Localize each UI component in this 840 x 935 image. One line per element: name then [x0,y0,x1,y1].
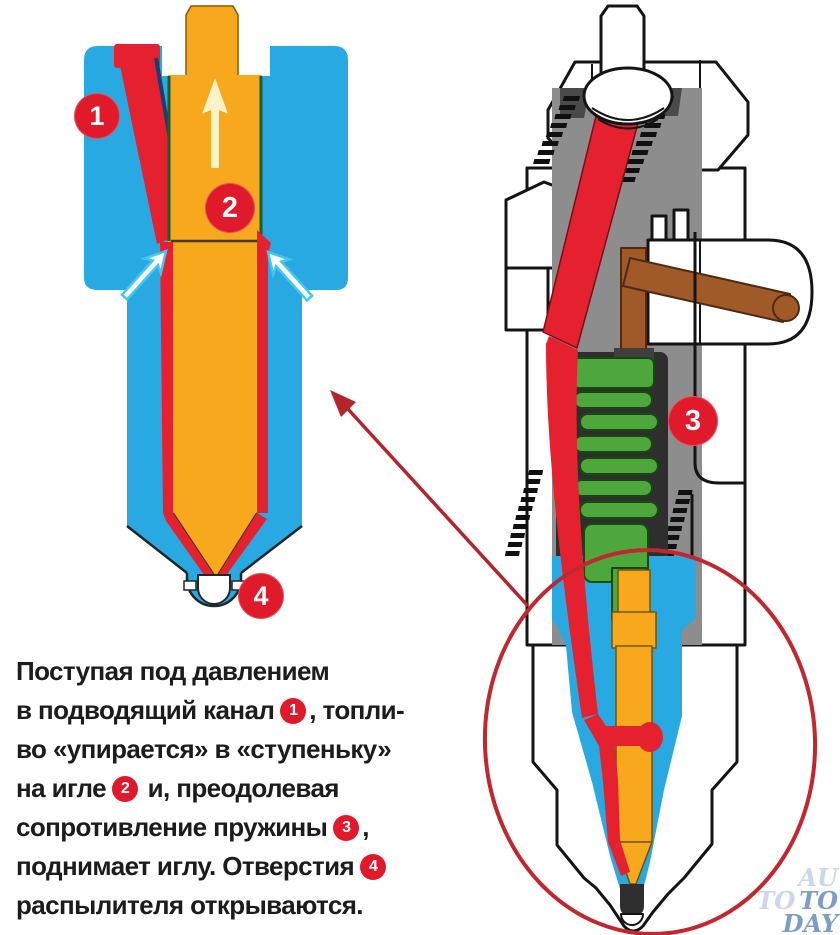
leakoff-pipe [620,247,800,364]
description-text: Поступая под давлением в подводящий канал… [16,652,486,925]
description-segment: во «упирается» в «ступеньку» [16,734,392,764]
injector-cutaway-diagram [482,4,818,935]
description-segment: в подводящий канал [16,695,275,725]
step-arrow-right-icon [266,250,314,303]
nozzle-tip-details [126,525,303,608]
fuel-around-needle [160,230,271,582]
marker-1-inlet-channel: 1 [74,93,120,139]
inline-marker-1: 1 [280,697,307,724]
description-segment: распылителя открываются. [16,890,363,920]
description-segment: поднимает иглу. Отверстия [16,851,355,881]
nozzle-sac-tip [620,884,644,926]
description-line: Поступая под давлением [16,652,486,691]
left-flange-lower [504,266,550,332]
watermark-au: AU [798,863,838,892]
fuel-passage-lower [546,336,598,718]
inline-marker-3: 3 [333,814,360,841]
marker-2-needle-step: 2 [205,183,255,233]
description-line: во «упирается» в «ступеньку» [16,730,486,769]
description-segment: Поступая под давлением [16,656,330,686]
step-arrow-left-icon [120,249,168,302]
description-segment: , топли- [309,695,405,725]
description-segment: , [362,812,369,842]
spring-seat-dome [582,66,674,130]
inline-marker-2: 2 [112,775,138,802]
description-segment: сопротивление пружины [16,812,328,842]
fuel-up-arrow-icon [202,78,228,168]
fuel-at-needle [584,714,663,876]
description-segment: и, преодолевая [141,773,340,803]
zoom-callout-arrow-icon [330,390,530,608]
nozzle-closeup-diagram [84,5,348,608]
watermark-to-bold: TO [799,886,838,915]
description-line: распылителя открываются. [16,886,486,925]
left-flange-upper [504,180,562,270]
inline-marker-4: 4 [360,853,387,880]
marker-3-spring: 3 [668,396,718,446]
watermark-logo: AU TO TO DAY [748,866,838,935]
highlight-ellipse [482,548,818,935]
description-segment: на игле [16,773,107,803]
watermark-day: DAY [782,909,838,935]
watermark-to-light: TO [756,886,796,915]
marker-4-spray-holes: 4 [238,573,284,619]
